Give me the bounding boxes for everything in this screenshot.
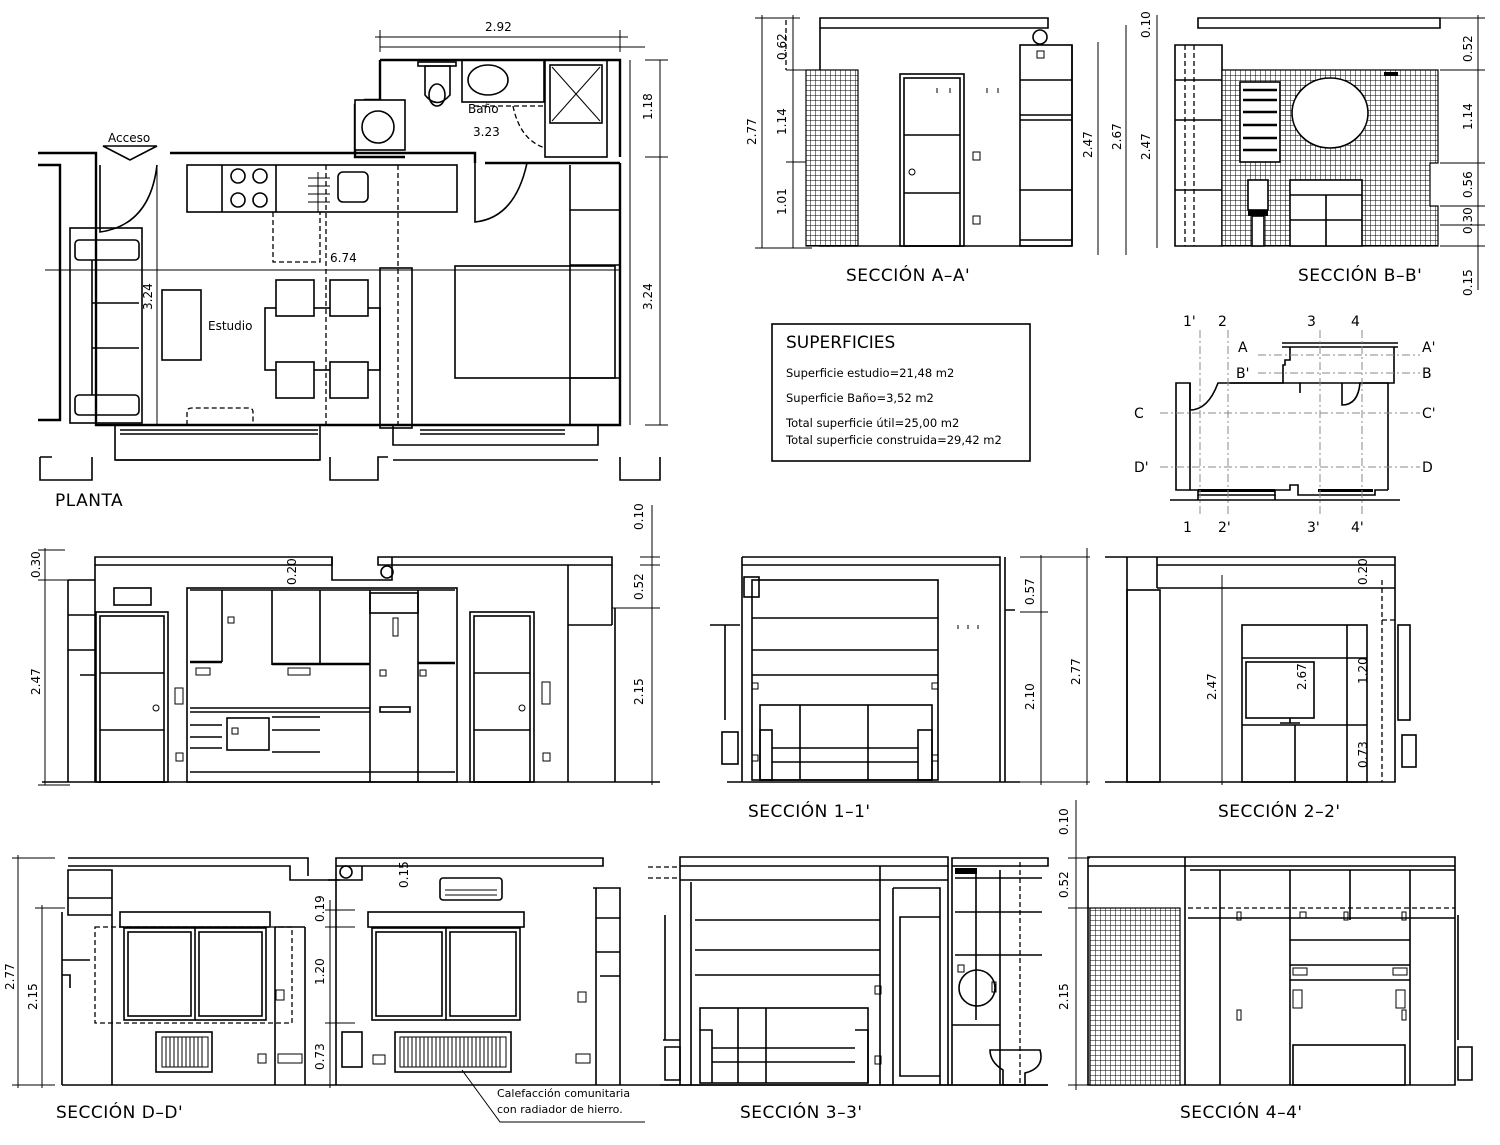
key-label: C' xyxy=(1422,406,1436,422)
key-label: D' xyxy=(1134,460,1149,476)
dim-dd-inner: 2.15 xyxy=(26,983,40,1010)
dim-bb-d5: 0.15 xyxy=(1461,269,1475,296)
plan-title: PLANTA xyxy=(55,491,123,511)
key-label: 1' xyxy=(1183,314,1196,330)
dim-22-mid: 2.67 xyxy=(1295,663,1309,690)
dim-bb-d1: 0.52 xyxy=(1461,35,1475,62)
key-label: 3' xyxy=(1307,520,1320,536)
dim-bb-top: 0.10 xyxy=(1139,11,1153,38)
dim-bath-tag: 3.23 xyxy=(473,125,500,139)
key-label: A' xyxy=(1422,340,1435,356)
heating-note-line1: Calefacción comunitaria xyxy=(497,1087,630,1100)
key-label: A xyxy=(1238,340,1248,356)
dim-bb-left: 2.47 xyxy=(1139,133,1153,160)
section-22: 2.47 2.67 0.20 1.20 0.73 SECCIÓN 2–2' xyxy=(1105,556,1417,822)
dim-cc-top: 0.30 xyxy=(29,551,43,578)
dim-dd-total: 2.77 xyxy=(3,963,17,990)
label-bath: Baño xyxy=(468,102,499,116)
dim-bb-d2: 1.14 xyxy=(1461,103,1475,130)
section-11: 0.57 2.10 2.77 SECCIÓN 1–1' xyxy=(710,548,1090,822)
dim-room-depth-right: 3.24 xyxy=(641,283,655,310)
dim-aa-right: 2.67 xyxy=(1110,123,1124,150)
heating-note-line2: con radiador de hierro. xyxy=(497,1103,623,1116)
key-label: B' xyxy=(1236,366,1249,382)
surface-row: Superficie estudio=21,48 m2 xyxy=(786,366,954,380)
section-bb-title: SECCIÓN B–B' xyxy=(1298,264,1422,286)
section-44-title: SECCIÓN 4–4' xyxy=(1180,1101,1303,1123)
dim-dd-d3: 0.73 xyxy=(313,1043,327,1070)
surface-row: Total superficie útil=25,00 m2 xyxy=(785,416,959,430)
dim-11-mid: 2.10 xyxy=(1023,683,1037,710)
dim-aa-top: 0.62 xyxy=(775,33,789,60)
dim-dd-d1: 0.19 xyxy=(313,895,327,922)
dim-22-left: 2.47 xyxy=(1205,673,1219,700)
key-label: 2' xyxy=(1218,520,1231,536)
label-access: Acceso xyxy=(108,131,150,145)
dim-room-depth-left: 3.24 xyxy=(141,283,155,310)
dim-44-top: 0.10 xyxy=(1057,808,1071,835)
key-label: 2 xyxy=(1218,314,1227,330)
key-label: C xyxy=(1134,406,1144,422)
dim-11-top: 0.57 xyxy=(1023,578,1037,605)
dim-cc-rmid: 0.52 xyxy=(632,573,646,600)
surface-row: Total superficie construida=29,42 m2 xyxy=(785,433,1002,447)
dim-cc-rtop: 0.10 xyxy=(632,503,646,530)
dim-dd-d2: 1.20 xyxy=(313,958,327,985)
surface-row: Superficie Baño=3,52 m2 xyxy=(786,391,934,405)
dim-aa-total: 2.77 xyxy=(745,118,759,145)
label-study: Estudio xyxy=(208,319,252,333)
floor-plan: 2.92 1.18 3.24 Baño 3.23 Acceso xyxy=(38,20,668,511)
section-dd: 2.77 2.15 0.15 0.19 1.20 0.73 xyxy=(3,855,1048,1123)
section-aa: 2.77 0.62 1.14 1.01 2.47 2.67 SECCIÓN A–… xyxy=(745,15,1127,286)
dim-bath-depth: 1.18 xyxy=(641,93,655,120)
dim-44-mid: 0.52 xyxy=(1057,871,1071,898)
dim-length-tag: 6.74 xyxy=(330,251,357,265)
dim-cc-rbottom: 2.15 xyxy=(632,678,646,705)
dim-top-width: 2.92 xyxy=(485,20,512,34)
dim-44-bottom: 2.15 xyxy=(1057,983,1071,1010)
key-label: 4 xyxy=(1351,314,1360,330)
dim-22-r1: 1.20 xyxy=(1356,657,1370,684)
dim-22-top: 0.20 xyxy=(1356,558,1370,585)
key-label: 3 xyxy=(1307,314,1316,330)
dim-bb-d3: 0.56 xyxy=(1461,171,1475,198)
section-key-plan: 1' 2 3 4 1 2' 3' 4' A B' C D' A' B C' D xyxy=(1134,314,1436,536)
section-33: SECCIÓN 3–3' xyxy=(648,856,1049,1123)
surfaces-title: SUPERFICIES xyxy=(786,333,895,353)
section-44: 0.10 0.52 2.15 SECCIÓN 4–4' xyxy=(1057,800,1473,1123)
dim-bb-d4: 0.30 xyxy=(1461,207,1475,234)
dim-cc-left: 2.47 xyxy=(29,668,43,695)
section-dd-title: SECCIÓN D–D' xyxy=(56,1101,183,1123)
dim-cc-midtop: 0.20 xyxy=(285,558,299,585)
dim-dd-top: 0.15 xyxy=(397,861,411,888)
section-33-title: SECCIÓN 3–3' xyxy=(740,1101,863,1123)
key-label: 1 xyxy=(1183,520,1192,536)
dim-aa-door: 2.47 xyxy=(1081,131,1095,158)
key-label: 4' xyxy=(1351,520,1364,536)
key-label: D xyxy=(1422,460,1433,476)
surfaces-table: SUPERFICIES Superficie estudio=21,48 m2 … xyxy=(771,323,1031,462)
dim-22-r2: 0.73 xyxy=(1356,741,1370,768)
section-aa-title: SECCIÓN A–A' xyxy=(846,264,970,286)
section-11-title: SECCIÓN 1–1' xyxy=(748,800,871,822)
dim-aa-mid: 1.14 xyxy=(775,108,789,135)
section-cc-elevation: 0.30 2.47 0.20 xyxy=(29,503,660,786)
dim-aa-bottom: 1.01 xyxy=(775,188,789,215)
dim-11-total: 2.77 xyxy=(1069,658,1083,685)
section-22-title: SECCIÓN 2–2' xyxy=(1218,800,1341,822)
section-bb: 0.10 2.47 0.52 1.14 0.56 0.30 0.15 SECCI… xyxy=(1139,11,1485,296)
key-label: B xyxy=(1422,366,1432,382)
